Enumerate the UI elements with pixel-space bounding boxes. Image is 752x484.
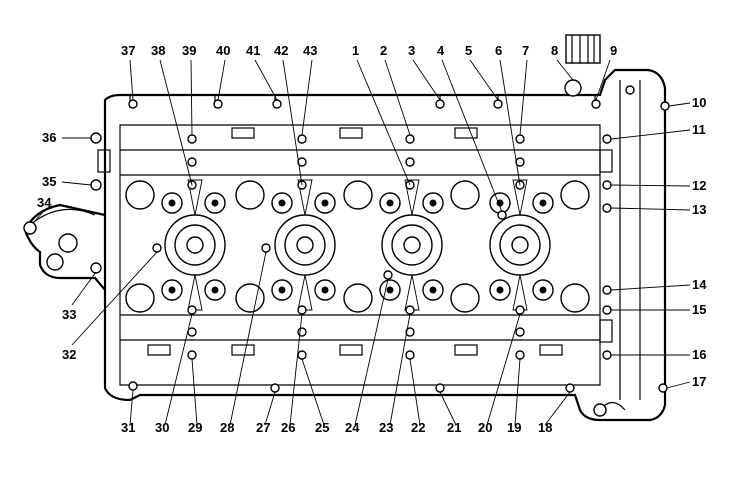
callout-6: 6 xyxy=(495,43,502,58)
callout-25: 25 xyxy=(315,420,329,435)
callout-10: 10 xyxy=(692,95,706,110)
callout-numbers: 37 38 39 40 41 42 43 1 2 3 4 5 6 7 8 9 1… xyxy=(37,43,707,435)
callout-22: 22 xyxy=(411,420,425,435)
callout-31: 31 xyxy=(121,420,135,435)
spark-plug-towers xyxy=(164,214,551,276)
callout-34: 34 xyxy=(37,195,52,210)
callout-38: 38 xyxy=(151,43,165,58)
bolt-holes xyxy=(23,34,670,417)
callout-4: 4 xyxy=(437,43,445,58)
callout-7: 7 xyxy=(522,43,529,58)
tower-2 xyxy=(274,214,336,276)
cam-bearing-rows xyxy=(120,127,600,356)
cover-outline xyxy=(23,68,667,422)
callout-21: 21 xyxy=(447,420,461,435)
callout-13: 13 xyxy=(692,202,706,217)
leader-lines xyxy=(32,59,691,426)
callout-17: 17 xyxy=(692,374,706,389)
callout-29: 29 xyxy=(188,420,202,435)
callout-35: 35 xyxy=(42,174,56,189)
callout-37: 37 xyxy=(121,43,135,58)
callout-5: 5 xyxy=(465,43,472,58)
callout-30: 30 xyxy=(155,420,169,435)
callout-42: 42 xyxy=(274,43,288,58)
callout-26: 26 xyxy=(281,420,295,435)
callout-19: 19 xyxy=(507,420,521,435)
callout-43: 43 xyxy=(303,43,317,58)
callout-3: 3 xyxy=(408,43,415,58)
callout-40: 40 xyxy=(216,43,230,58)
callout-11: 11 xyxy=(692,122,706,137)
callout-39: 39 xyxy=(182,43,196,58)
callout-18: 18 xyxy=(538,420,552,435)
callout-27: 27 xyxy=(256,420,270,435)
callout-28: 28 xyxy=(220,420,234,435)
callout-12: 12 xyxy=(692,178,706,193)
callout-33: 33 xyxy=(62,307,76,322)
callout-36: 36 xyxy=(42,130,56,145)
tower-3 xyxy=(381,214,443,276)
callout-41: 41 xyxy=(246,43,260,58)
callout-23: 23 xyxy=(379,420,393,435)
callout-1: 1 xyxy=(352,43,359,58)
tower-1 xyxy=(164,214,226,276)
callout-14: 14 xyxy=(692,277,707,292)
callout-2: 2 xyxy=(380,43,387,58)
callout-32: 32 xyxy=(62,347,76,362)
callout-20: 20 xyxy=(478,420,492,435)
callout-24: 24 xyxy=(345,420,360,435)
callout-9: 9 xyxy=(610,43,617,58)
callout-16: 16 xyxy=(692,347,706,362)
tower-4 xyxy=(489,214,551,276)
callout-15: 15 xyxy=(692,302,706,317)
callout-8: 8 xyxy=(551,43,558,58)
